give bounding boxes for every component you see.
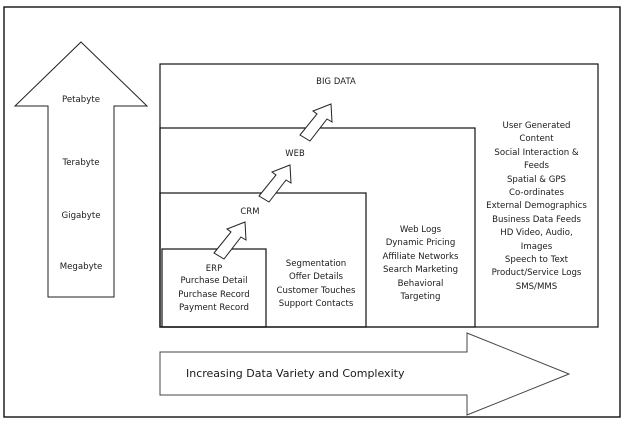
erp-item: Purchase Record [178,289,250,300]
big-data-item: External Demographics [486,201,587,212]
big-data-item: SMS/MMS [515,281,558,292]
big-data-title: BIG DATA [316,76,356,86]
web-item: Search Marketing [382,265,459,276]
web-title: WEB [285,148,305,158]
crm-to-web-arrow-icon [258,164,292,203]
web-to-big-data-arrow-icon [299,103,333,142]
data-size-up-arrow-icon [13,41,149,298]
web-item: Web Logs [399,225,442,235]
big-data-item: User Generated [502,121,571,131]
big-data-item: Product/Service Logs [491,268,582,279]
crm-title: CRM [240,206,260,216]
level-petabyte: Petabyte [62,95,100,105]
level-megabyte: Megabyte [59,262,103,272]
big-data-item: Speech to Text [504,255,569,266]
web-list: Web Logs Dynamic Pricing Affiliate Netwo… [366,224,475,304]
crm-item: Offer Details [288,272,344,283]
big-data-item: Social Interaction & [494,147,579,158]
web-item: Dynamic Pricing [385,238,456,249]
big-data-item: Co-ordinates [508,188,564,199]
crm-list: Segmentation Offer Details Customer Touc… [266,258,366,312]
web-item: Behavioral [397,278,444,289]
level-terabyte: Terabyte [62,158,100,168]
crm-item: Customer Touches [276,285,356,296]
big-data-list: User Generated Content Social Interactio… [475,120,598,294]
erp-to-crm-arrow-icon [213,221,247,260]
big-data-item: Spatial & GPS [506,174,567,185]
erp-list: ERP Purchase Detail Purchase Record Paym… [162,262,266,316]
erp-item: Purchase Detail [180,276,248,287]
variety-arrow-label: Increasing Data Variety and Complexity [186,367,405,380]
web-item: Targeting [400,292,441,303]
crm-item: Segmentation [285,259,347,269]
big-data-item: Images [520,241,553,252]
big-data-item: Business Data Feeds [492,214,581,225]
web-item: Affiliate Networks [382,251,459,262]
big-data-item: Content [519,134,554,145]
erp-box [161,248,267,328]
outer-frame [3,6,621,418]
crm-item: Support Contacts [278,299,354,310]
big-data-item: HD Video, Audio, [500,228,573,239]
variety-right-arrow-icon [159,332,571,416]
erp-title: ERP [205,263,223,273]
big-data-item: Feeds [524,161,549,172]
erp-item: Payment Record [178,303,250,314]
level-gigabyte: Gigabyte [61,211,101,221]
